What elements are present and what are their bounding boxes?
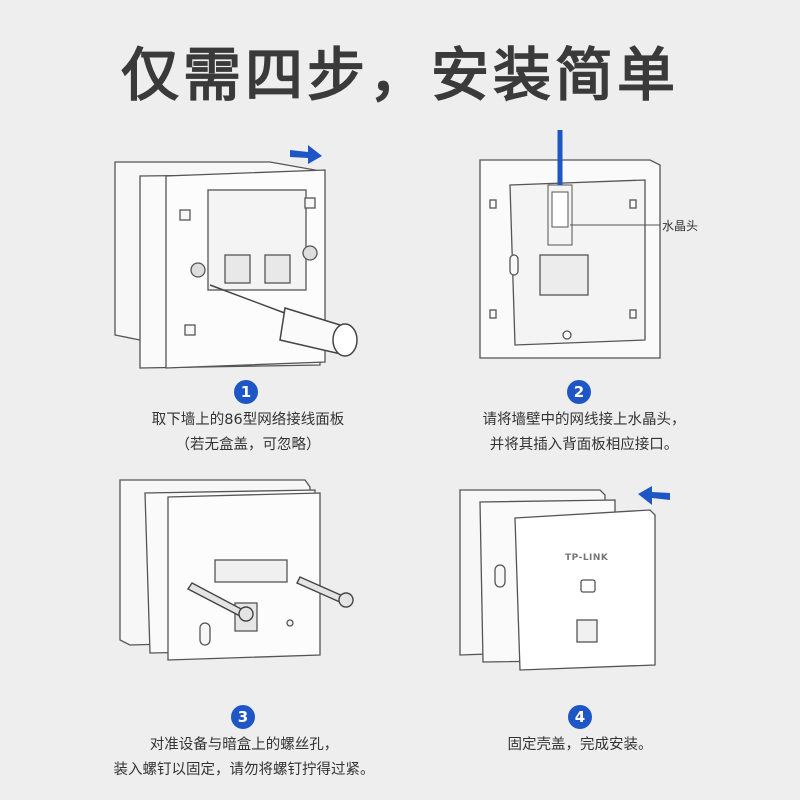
- step4-description-line1: 固定壳盖，完成安装。: [507, 737, 653, 753]
- step3-illustration: [119, 479, 354, 661]
- step2-illustration: [479, 130, 661, 359]
- step1-description-line1: 取下墙上的86型网络接线面板: [151, 412, 345, 428]
- brand-logo: TP-LINK: [565, 553, 609, 563]
- step4-badge: 4: [568, 705, 592, 729]
- step1-badge: 1: [234, 380, 258, 404]
- step4-arrow-icon: [638, 486, 670, 505]
- step1-arrow-icon: [290, 145, 322, 164]
- step2-description-line2: 并将其插入背面板相应接口。: [489, 437, 679, 453]
- step3-description-line2: 装入螺钉以固定，请勿将螺钉拧得过紧。: [113, 762, 375, 778]
- step1-description-line2: （若无盒盖，可忽略）: [175, 437, 321, 453]
- step2-description-line1: 请将墙壁中的网线接上水晶头，: [482, 412, 686, 428]
- page-title: 仅需四步，安装简单: [120, 41, 679, 109]
- step1-illustration: [114, 161, 358, 369]
- step2-badge: 2: [567, 380, 591, 404]
- connector-callout: 水晶头: [662, 219, 699, 233]
- step4-illustration: [459, 489, 656, 671]
- step3-description-line1: 对准设备与暗盒上的螺丝孔，: [149, 737, 339, 753]
- step3-badge: 3: [231, 705, 255, 729]
